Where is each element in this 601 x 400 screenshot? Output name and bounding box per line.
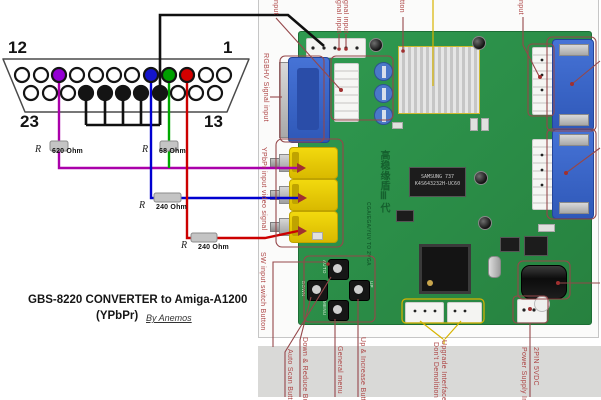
down-button (307, 280, 328, 301)
smd-resistor (470, 118, 478, 131)
rca-pr-ring (292, 216, 299, 236)
vga-out2-screw-bottom (559, 202, 589, 214)
label-dont-demolition: Don't Demolition (432, 342, 439, 398)
wire-blue-pb (149, 82, 298, 200)
up-button (349, 280, 370, 301)
resistor-prefix: R (142, 144, 149, 155)
scaler-qfp-chip (419, 244, 471, 294)
label-top-fragment-4: nput (517, 0, 524, 15)
smd-resistor (481, 118, 489, 131)
vga-input-connector (288, 57, 330, 143)
db23-pins-top (13, 66, 233, 84)
smd-resistor (392, 122, 403, 129)
label-sw-switch: SW input switch Button (259, 252, 266, 331)
capacitor-icon (478, 216, 492, 230)
wire-red-pr (185, 82, 299, 240)
bottom-gray-strip (258, 346, 601, 397)
label-top-fragment-2b: gnal input (342, 0, 349, 34)
rca-pb-ring (292, 184, 299, 204)
resistor-value-240a: 240 Ohm (156, 204, 187, 211)
silkscreen-model-text: CGA/EGA/YUV TO 2VGA (365, 202, 371, 266)
ground-bus-wire (84, 13, 325, 127)
pin-number-12: 12 (8, 38, 27, 57)
small-ic (500, 237, 520, 252)
capacitor-icon (472, 36, 486, 50)
vga-output-2 (552, 129, 594, 219)
resistor-prefix: R (139, 200, 146, 211)
vga-out1-screw-top (559, 44, 589, 56)
resistor-value-620: 620 Ohm (52, 148, 83, 155)
p11-header (334, 63, 359, 122)
pin-number-13: 13 (204, 112, 223, 131)
wire-purple-y (57, 82, 297, 170)
pin-number-23: 23 (20, 112, 39, 131)
auto-silkscreen: AUTO (322, 260, 327, 274)
label-auto-scan: Auto Scan Button (286, 349, 293, 400)
silkscreen-brand-text: 高稳缘盾Ⅲ代 (378, 150, 389, 213)
diagram-byline: By Anemos (146, 313, 192, 323)
callout-line (270, 17, 601, 397)
label-upgrade-interface: Upgrade Interface (440, 340, 447, 400)
small-ic (396, 210, 414, 222)
up-silkscreen: UP (369, 281, 374, 288)
smd-resistor (312, 232, 323, 240)
resistor-prefix: R (181, 240, 188, 251)
resistor-prefix: R (35, 144, 42, 155)
label-rgbhv-input: RGBHV Signal input (262, 53, 269, 122)
power-transistor (524, 236, 548, 256)
vga-output-1 (552, 39, 594, 131)
resistor-body (49, 140, 218, 243)
label-general-menu: General menu (336, 346, 343, 394)
rca-jack-pb (289, 179, 338, 211)
ram-chip-text-1: SAMSUNG 737 (420, 174, 455, 180)
ram-chip-text-2: K4S643232H-UC60 (414, 181, 461, 187)
vga-out2-screw-top (559, 134, 589, 146)
menu-button (328, 300, 349, 321)
label-2pin-5vdc: 2PIN 5VDC (532, 347, 539, 386)
pin-number-1: 1 (223, 38, 233, 57)
label-top-fragment-3: tton (398, 0, 405, 13)
crystal-oscillator (488, 256, 501, 278)
label-down-reduce: Down & Reduce Button (301, 337, 308, 400)
header-pin-dots (311, 46, 544, 313)
diagram-title: GBS-8220 CONVERTER to Amiga-A1200 (28, 294, 248, 306)
label-up-increase: Up & Increase Button (359, 337, 366, 400)
vga-input-slot (297, 68, 319, 130)
trimpot-1 (374, 62, 393, 81)
qfp-pin1-dot (427, 280, 433, 286)
wire-arrowhead (297, 163, 307, 236)
db23-pins-bottom (22, 84, 224, 102)
resistor-value-240b: 240 Ohm (198, 244, 229, 251)
callout-dot (326, 47, 574, 311)
resistor-value-68: 68 Ohm (159, 148, 186, 155)
vga-out1-screw-bottom (559, 114, 589, 126)
capacitor-icon (369, 38, 383, 52)
auto-button (328, 259, 349, 280)
samsung-ram-chip: SAMSUNG 737 K4S643232H-UC60 (409, 167, 466, 197)
smd-resistor (538, 224, 555, 232)
rca-jack-y (289, 147, 338, 179)
capacitor-icon (474, 171, 488, 185)
label-top-fragment-1: nput (272, 0, 279, 15)
label-ypbpr-input: YPbPr input video signal (260, 147, 267, 231)
callout-box (275, 36, 597, 324)
callout-yellow (401, 0, 485, 344)
diagram-subtitle: (YPbPr) (96, 310, 139, 322)
menu-silkscreen: MENU (322, 301, 327, 316)
rca-y-ring (292, 152, 299, 172)
label-top-fragment-2a: gnal input (335, 0, 342, 34)
heatsink (398, 46, 480, 114)
label-power-supply: Power Supply Input (520, 347, 527, 400)
